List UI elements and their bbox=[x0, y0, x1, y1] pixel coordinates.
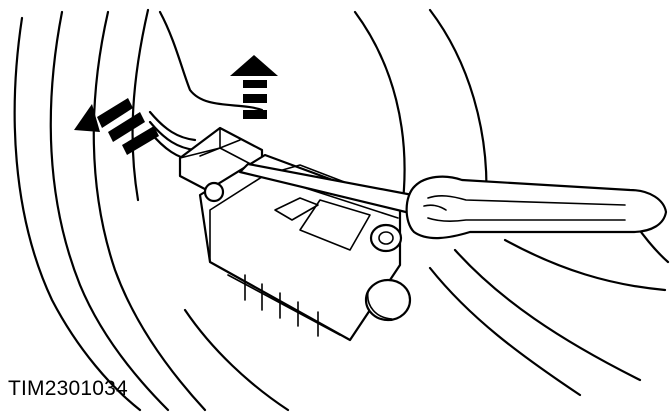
panel-contour-lines bbox=[13, 8, 290, 412]
figure-reference-id: TIM2301034 bbox=[8, 377, 128, 400]
up-arrow-icon bbox=[230, 55, 278, 119]
left-arrow-icon bbox=[74, 98, 159, 155]
screwdriver bbox=[238, 162, 668, 240]
sensor-module bbox=[198, 153, 412, 342]
